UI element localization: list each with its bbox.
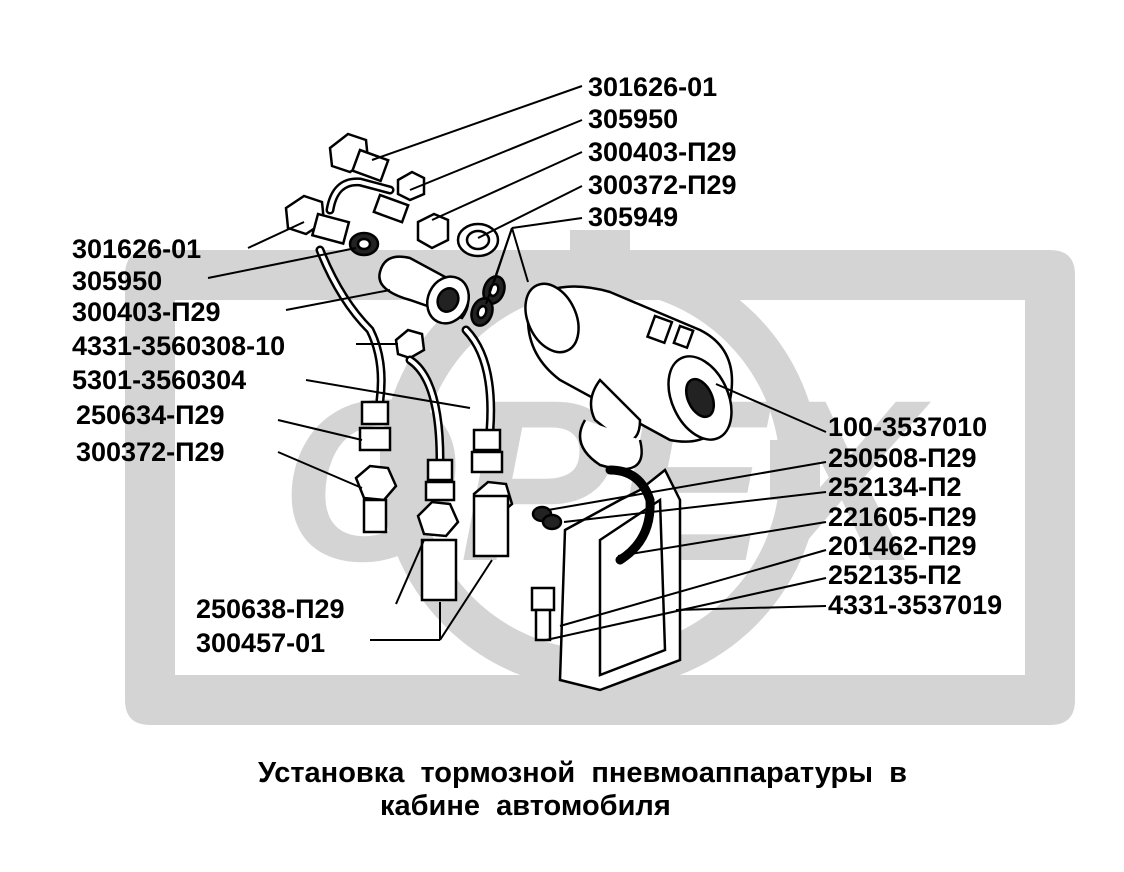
label-305949: 305949 — [588, 202, 678, 232]
coupling-right — [472, 494, 510, 558]
label-300403-P29-top: 300403-П29 — [588, 137, 737, 167]
labels-right-bottom: 100-3537010 250508-П29 252134-П2 221605-… — [828, 412, 1002, 620]
fitting-upper — [350, 148, 390, 183]
label-5301-3560304: 5301-3560304 — [72, 365, 246, 395]
nut-small-2 — [416, 212, 450, 250]
tee-nut — [394, 328, 426, 360]
nut-left-300372 — [354, 464, 398, 502]
label-300403-P29-left: 300403-П29 — [72, 297, 221, 327]
label-305950-top: 305950 — [588, 104, 678, 134]
label-300457-01: 300457-01 — [196, 628, 325, 658]
coupling-middle — [420, 538, 458, 602]
labels-bottom-left: 250638-П29 300457-01 — [196, 594, 345, 658]
label-201462-P29: 201462-П29 — [828, 531, 977, 561]
caption-line-2: кабине автомобиля — [380, 790, 671, 822]
labels-right-top: 301626-01 305950 300403-П29 300372-П29 3… — [588, 72, 737, 232]
caption-line-1: Установка тормозной пневмоаппаратуры в — [258, 757, 907, 789]
leader-lines — [207, 85, 827, 641]
label-252134-P2: 252134-П2 — [828, 472, 962, 502]
label-250634-P29: 250634-П29 — [76, 400, 225, 430]
label-301626-01-left: 301626-01 — [72, 234, 201, 264]
fitting-left-1 — [360, 400, 390, 426]
label-250508-P29: 250508-П29 — [828, 443, 977, 473]
label-4331-3537019: 4331-3537019 — [828, 590, 1002, 620]
label-221605-P29: 221605-П29 — [828, 502, 977, 532]
label-100-3537010: 100-3537010 — [828, 412, 987, 442]
label-300372-P29-top: 300372-П29 — [588, 170, 737, 200]
label-252135-P2: 252135-П2 — [828, 560, 962, 590]
label-4331-3560308-10: 4331-3560308-10 — [72, 331, 285, 361]
nut-small-1 — [396, 170, 426, 202]
label-301626-01-top: 301626-01 — [588, 72, 717, 102]
threaded-end — [362, 498, 388, 534]
caption: Установка тормозной пневмоаппаратуры в к… — [258, 757, 907, 822]
label-305950-left: 305950 — [72, 266, 162, 296]
label-250638-P29: 250638-П29 — [196, 594, 345, 624]
bolt-head — [530, 586, 556, 612]
parts-drawing — [284, 132, 734, 692]
labels-left: 301626-01 305950 300403-П29 4331-3560308… — [72, 234, 285, 467]
nut-middle-250638 — [416, 500, 460, 538]
label-300372-P29-left: 300372-П29 — [76, 437, 225, 467]
